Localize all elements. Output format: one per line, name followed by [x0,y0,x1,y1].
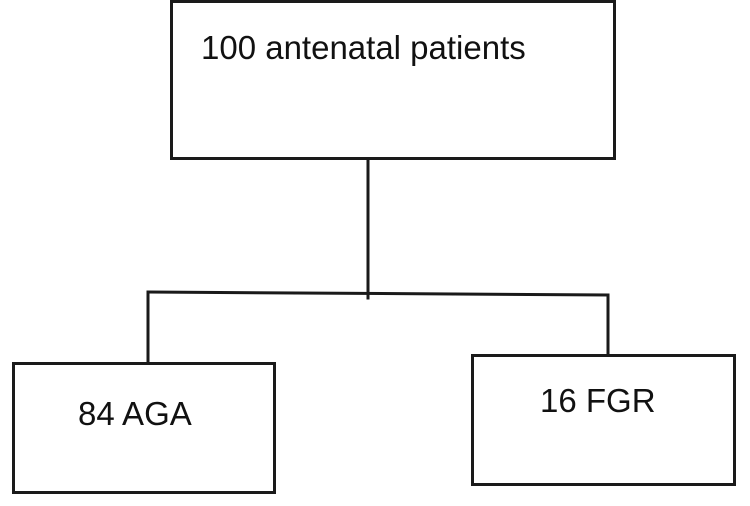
aga-node-label: 84 AGA [78,395,192,432]
branch-horizontal-line [146,290,610,297]
aga-node-box: 84 AGA [12,362,276,494]
fgr-node-label: 16 FGR [540,382,656,419]
root-node-box: 100 antenatal patients [170,0,616,160]
fgr-node-box: 16 FGR [471,354,736,486]
root-node-label: 100 antenatal patients [201,29,526,66]
